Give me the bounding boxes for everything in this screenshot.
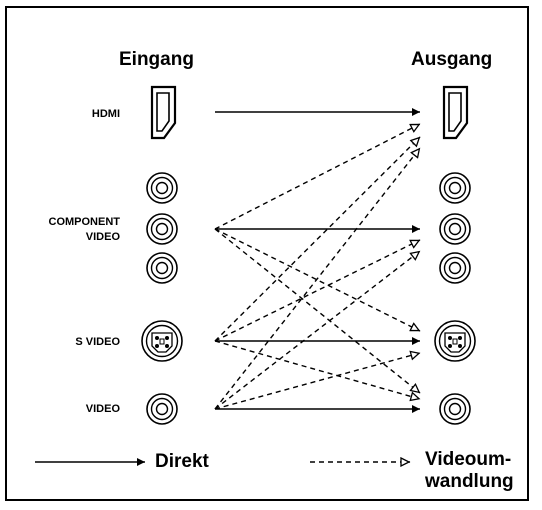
conversion-component-to-svideo [214,228,420,332]
component-video-label-line2: VIDEO [85,231,120,243]
output-svideo-jack [434,320,476,362]
input-component-jack-2 [146,213,178,245]
legend-direct-label: Direkt [155,451,209,472]
video-label: VIDEO [85,403,120,415]
output-column-header: Ausgang [411,49,493,70]
input-hdmi-connector [150,85,177,140]
legend-conversion-label: Videoum- wandlung [425,449,514,493]
conversion-svideo-to-hdmi [214,136,421,342]
component-video-label-line1: COMPONENT [48,216,121,228]
input-column-header: Eingang [119,49,194,70]
output-component-jack-3 [439,252,471,284]
input-component-jack-1 [146,172,178,204]
legend-conversion-line2: wandlung [425,471,514,492]
component-video-label: COMPONENT VIDEO [49,215,121,245]
conversion-component-to-video [214,228,421,394]
output-component-jack-1 [439,172,471,204]
conversion-svideo-to-component [214,239,420,342]
hdmi-label: HDMI [91,108,120,120]
conversion-component-to-hdmi [214,123,420,230]
legend-conversion-line1: Videoum- [425,449,512,470]
svideo-label: S VIDEO [75,336,120,348]
output-hdmi-connector [442,85,469,140]
diagram-frame [5,6,529,501]
output-component-jack-2 [439,213,471,245]
input-svideo-jack [141,320,183,362]
conversion-video-to-svideo [214,353,420,410]
input-video-jack [146,393,178,425]
input-component-jack-3 [146,252,178,284]
conversion-video-to-component [214,250,421,410]
conversion-video-to-hdmi [214,147,421,410]
output-video-jack [439,393,471,425]
